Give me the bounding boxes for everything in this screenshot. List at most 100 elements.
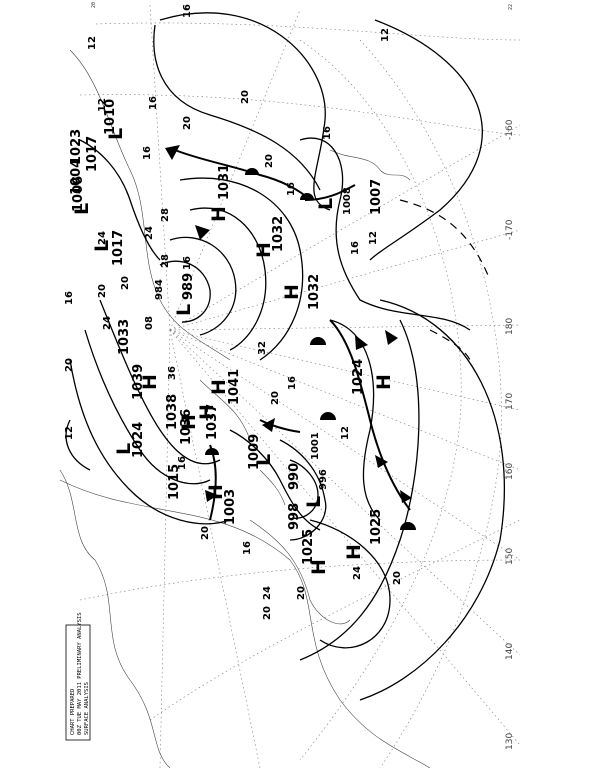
isobar: [169, 236, 237, 336]
longitude-label: 180: [505, 318, 515, 335]
low-value: 1006: [71, 176, 86, 212]
isobar-value: 20: [240, 90, 251, 104]
cold-front: [209, 444, 217, 521]
isobar-value: 16: [287, 376, 298, 390]
isobar-value: 12: [340, 426, 351, 440]
isobar-value: 32: [257, 341, 268, 355]
low-centers: L 1010 1017 L 1006 L 1017 L 989 L 1009 L…: [71, 99, 353, 508]
isobar-dashed: [399, 199, 491, 281]
isobar: [159, 12, 331, 211]
isobar-value: 16: [142, 146, 153, 160]
graticule: [79, 4, 521, 768]
low-symbol: L: [253, 454, 275, 466]
isobar: [153, 24, 321, 191]
isobar-value: 24: [352, 566, 363, 580]
coastline-mainland: [59, 479, 431, 768]
isobar: [179, 177, 304, 361]
low-value: 1008: [342, 187, 353, 215]
isobar: [329, 319, 381, 521]
isobar: [159, 260, 211, 323]
high-symbol: H: [253, 242, 275, 258]
isobar-value: 12: [87, 36, 98, 50]
isobar-value: 16: [182, 4, 193, 18]
isobar-value: 24: [144, 226, 155, 240]
isobar-value: 20: [97, 284, 108, 298]
isobar-value: 16: [182, 256, 193, 270]
caption-line: 00Z TUE MAY 2011 PRELIMINARY ANALYSIS: [77, 612, 83, 735]
grid-ray: [149, 4, 171, 331]
high-value: 1038: [165, 394, 180, 430]
high-symbol: H: [208, 379, 230, 395]
front-triangle: [205, 490, 218, 502]
high-value: 1031: [217, 164, 232, 200]
isobars: [65, 12, 506, 701]
pressure-label: 1004: [69, 159, 84, 195]
front-triangle: [375, 455, 388, 468]
pressure-label: 1023: [69, 129, 84, 165]
isobar: [99, 299, 221, 465]
low-symbol: L: [113, 443, 135, 455]
high-symbol: H: [281, 284, 303, 300]
coastline-bay: [329, 149, 411, 181]
longitude-label: 160: [505, 463, 515, 480]
low-value: 1017: [111, 230, 126, 266]
isobar-value: 16: [64, 291, 75, 305]
isobar-value: 20: [392, 571, 403, 585]
grid-ray: [159, 329, 171, 768]
isobar: [299, 137, 471, 331]
high-value: 1032: [307, 274, 322, 310]
high-value: 1025: [301, 529, 316, 565]
coastlines: [59, 49, 431, 768]
isobar-value: 16: [286, 182, 297, 196]
grid-ray: [169, 124, 521, 331]
high-value: 1032: [271, 216, 286, 252]
grid-ray: [169, 329, 521, 411]
isobar-value: 16: [350, 241, 361, 255]
grid-ray: [169, 329, 521, 471]
high-symbol: H: [308, 559, 330, 575]
grid-ray: [169, 329, 521, 656]
low-symbol: L: [315, 198, 337, 210]
high-centers: H 1031 H 1032 H 1032 H 1024 H 1041 H 103…: [131, 164, 395, 575]
isobar-value: 12: [64, 426, 75, 440]
high-value: 1036: [179, 409, 194, 445]
isobar-value: 24: [262, 586, 273, 600]
corner-label: 20: [91, 2, 97, 8]
front-triangle: [400, 490, 412, 503]
isobar: [359, 299, 506, 701]
cold-front: [174, 149, 311, 201]
isobar-value: 20: [64, 358, 75, 372]
front-semicircle: [310, 337, 326, 345]
high-symbol: H: [178, 414, 200, 430]
isobar-value: 20: [182, 116, 193, 130]
isobar-value: 36: [167, 366, 178, 380]
pressure-label: 990: [287, 463, 302, 490]
grid-ray: [169, 229, 521, 331]
isobar: [65, 419, 91, 471]
isobar: [229, 429, 321, 531]
high-symbol: H: [139, 374, 161, 390]
isobar-value: 20: [270, 391, 281, 405]
isobar: [369, 19, 483, 261]
longitude-label: 170: [505, 393, 515, 410]
low-symbol: L: [303, 496, 325, 508]
isobar-value: 16: [242, 541, 253, 555]
isobar-value: 08: [144, 316, 155, 330]
isobar-value: 24: [97, 231, 108, 245]
front-semicircle: [245, 168, 259, 175]
high-symbol: H: [373, 374, 395, 390]
front-triangle: [355, 335, 368, 350]
isobar-value: 12: [368, 231, 379, 245]
isobar-value: 16: [177, 456, 188, 470]
grid-ray: [169, 329, 521, 746]
high-value: 1024: [351, 359, 366, 395]
isobar-value: 16: [148, 96, 159, 110]
low-value: 1017: [85, 136, 100, 172]
front-triangle: [385, 330, 398, 345]
front-semicircle: [300, 193, 314, 200]
high-symbol: H: [196, 404, 218, 420]
longitude-label: -160: [505, 119, 515, 140]
chart-caption: CHART PREPARED 00Z TUE MAY 2011 PRELIMIN…: [65, 612, 91, 741]
low-symbol: L: [173, 304, 195, 316]
